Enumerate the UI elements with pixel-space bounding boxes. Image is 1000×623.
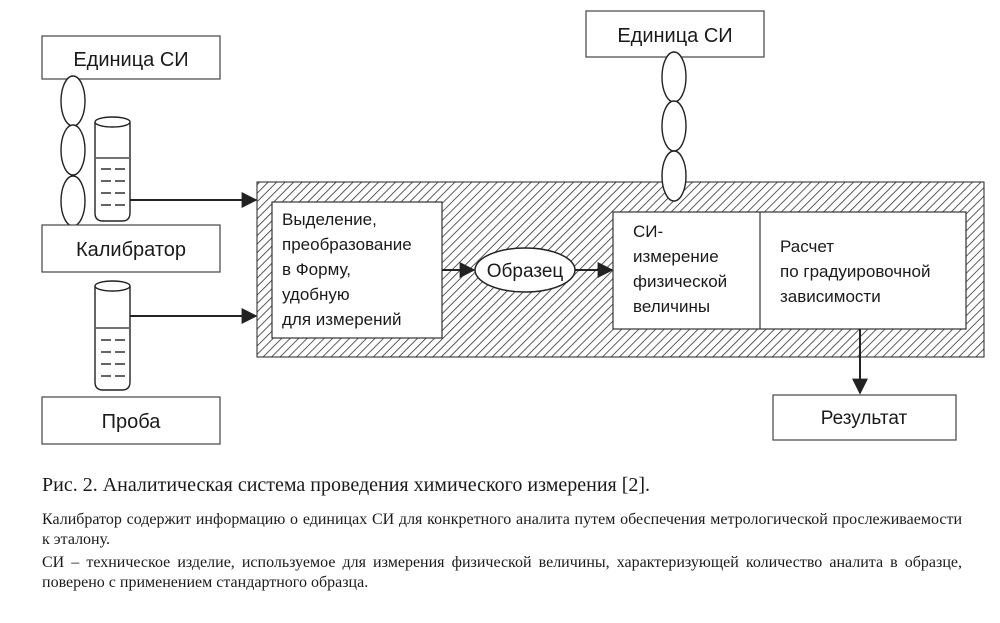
svg-text:СИ- измерение физи: СИ- измерение физической величины — [633, 222, 732, 316]
caption-note-si: СИ – техническое изделие, используемое д… — [42, 554, 962, 591]
separation-line: Выделение, — [282, 210, 377, 229]
unit-si-label-left: Единица СИ — [73, 49, 188, 71]
sample-ellipse: Образец — [474, 247, 576, 293]
calculation-line: по градуировочной — [780, 262, 930, 281]
measurement-box: СИ- измерение физической величины — [633, 222, 732, 316]
result-box: Результат — [772, 394, 957, 441]
calculation-box: Расчет по градуировочной зависимости — [780, 237, 935, 306]
unit-si-label-right: Единица СИ — [617, 25, 732, 47]
calibrator-box: Калибратор — [41, 224, 221, 273]
chain-links-left — [60, 75, 86, 227]
svg-text:Выделение, преобразовани: Выделение, преобразование в Форму, удобн… — [282, 210, 416, 329]
chain-links-right — [661, 51, 687, 202]
calibrator-tube-icon — [94, 116, 131, 222]
separation-box: Выделение, преобразование в Форму, удобн… — [271, 201, 443, 339]
measurement-line: физической — [633, 272, 727, 291]
caption-note-calibrator: Калибратор содержит информацию о единица… — [42, 511, 962, 548]
measurement-calculation-box — [612, 211, 967, 330]
unit-si-box-left: Единица СИ — [41, 35, 221, 80]
separation-line: удобную — [282, 285, 350, 304]
measurement-line: СИ- — [633, 222, 663, 241]
measurement-line: величины — [633, 297, 710, 316]
diagram: Единица СИ Калибратор — [41, 10, 985, 445]
figure-caption: Рис. 2. Аналитическая система проведения… — [42, 474, 651, 496]
svg-text:Расчет по градуировочной: Расчет по градуировочной зависимости — [780, 237, 935, 306]
calibrator-label: Калибратор — [76, 239, 186, 261]
calculation-line: Расчет — [780, 237, 834, 256]
separation-line: в Форму, — [282, 260, 351, 279]
measurement-line: измерение — [633, 247, 719, 266]
sample-source-label: Проба — [102, 411, 162, 433]
calculation-line: зависимости — [780, 287, 881, 306]
result-label: Результат — [821, 408, 908, 429]
sample-tube-icon — [94, 280, 131, 391]
sample-source-box: Проба — [41, 396, 221, 445]
unit-si-box-right: Единица СИ — [585, 10, 765, 58]
separation-line: преобразование — [282, 235, 412, 254]
separation-line: для измерений — [282, 310, 402, 329]
sample-label: Образец — [487, 261, 564, 282]
